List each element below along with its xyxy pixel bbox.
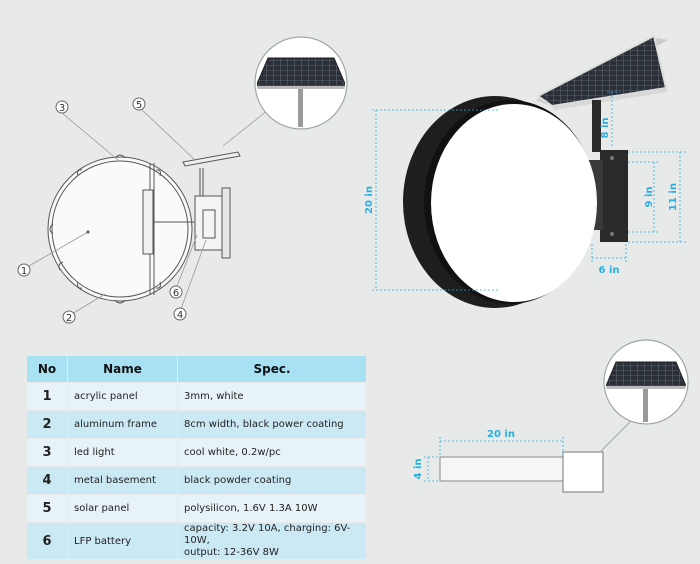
dim-side-depth: 4 in — [413, 459, 424, 480]
header-no: No — [27, 356, 68, 383]
dim-plate-outer: 11 in — [668, 183, 679, 211]
row-no: 1 — [27, 382, 68, 411]
side-view-drawing — [439, 417, 635, 493]
callout-leaders — [28, 107, 269, 315]
callout-4: 4 — [173, 307, 187, 321]
solar-panel — [536, 34, 668, 110]
dim-bracket-top: 8 in — [600, 118, 611, 139]
callout-3: 3 — [55, 100, 69, 114]
svg-text:5: 5 — [136, 100, 142, 111]
dimension-lines — [372, 91, 686, 291]
spec-table: No Name Spec. 1 acrylic panel 3mm, white… — [27, 356, 367, 559]
row-no: 6 — [27, 522, 68, 559]
wall-plate — [600, 150, 628, 242]
row-spec: black powder coating — [177, 466, 367, 495]
table-row: 4 metal basement black powder coating — [27, 466, 367, 495]
dim-height: 20 in — [364, 186, 375, 214]
solar-panel-zoom-bubble-small — [603, 339, 689, 425]
callout-1: 1 — [17, 263, 31, 277]
header-spec: Spec. — [177, 356, 367, 383]
row-no: 4 — [27, 466, 68, 495]
dim-side-width: 20 in — [487, 429, 515, 440]
dim-bracket-depth: 6 in — [599, 265, 620, 276]
sign-3d-render — [403, 34, 668, 308]
table-row: 6 LFP battery capacity: 3.2V 10A, chargi… — [27, 522, 367, 559]
dim-plate-inner: 9 in — [644, 187, 655, 208]
table-row: 3 led light cool white, 0.2w/pc — [27, 438, 367, 467]
table-row: 5 solar panel polysilicon, 1.6V 1.3A 10W — [27, 494, 367, 523]
row-spec: 3mm, white — [177, 382, 367, 411]
solar-panel-zoom-bubble — [254, 36, 348, 130]
row-no: 5 — [27, 494, 68, 523]
table-header-row: No Name Spec. — [27, 356, 367, 383]
row-no: 2 — [27, 410, 68, 439]
callout-6: 6 — [169, 285, 183, 299]
row-no: 3 — [27, 438, 68, 467]
callout-2: 2 — [62, 310, 76, 324]
row-name: acrylic panel — [67, 382, 178, 411]
callout-5: 5 — [132, 97, 146, 111]
support-pole — [592, 100, 601, 152]
table-row: 2 aluminum frame 8cm width, black power … — [27, 410, 367, 439]
header-name: Name — [67, 356, 178, 383]
table-row: 1 acrylic panel 3mm, white — [27, 382, 367, 411]
svg-text:6: 6 — [173, 288, 179, 299]
row-spec: polysilicon, 1.6V 1.3A 10W — [177, 494, 367, 523]
svg-text:1: 1 — [21, 266, 27, 277]
svg-text:2: 2 — [66, 313, 72, 324]
row-name: solar panel — [67, 494, 178, 523]
row-name: aluminum frame — [67, 410, 178, 439]
row-name: LFP battery — [67, 522, 178, 559]
svg-text:3: 3 — [59, 103, 65, 114]
row-spec: 8cm width, black power coating — [177, 410, 367, 439]
row-name: led light — [67, 438, 178, 467]
row-spec: cool white, 0.2w/pc — [177, 438, 367, 467]
row-name: metal basement — [67, 466, 178, 495]
sign-face — [431, 104, 597, 302]
row-spec: capacity: 3.2V 10A, charging: 6V-10W, ou… — [177, 522, 367, 559]
svg-text:4: 4 — [177, 310, 183, 321]
front-line-drawing — [47, 151, 241, 304]
